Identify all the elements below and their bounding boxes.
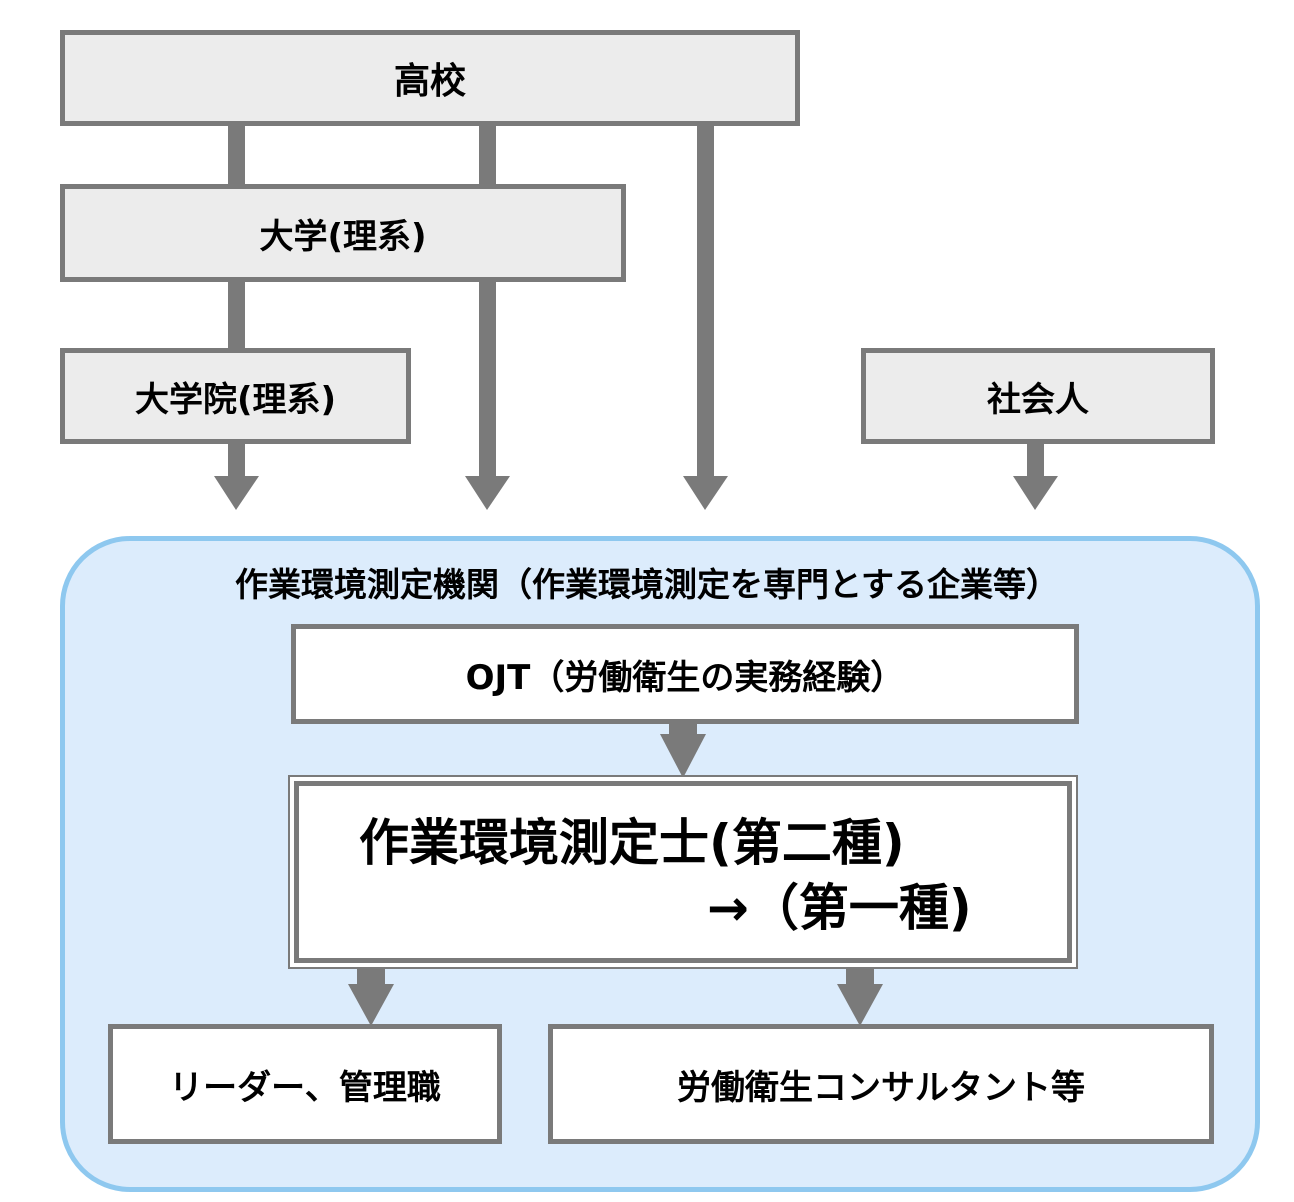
connector-highschool-right-shaft	[697, 124, 714, 476]
node-certification-inner: 作業環境測定士(第二種) →（第一種)	[294, 781, 1072, 963]
connector-cert-consultant	[846, 968, 874, 984]
node-graduate-school-label: 大学院(理系)	[134, 379, 337, 420]
certification-line1: 作業環境測定士(第二種)	[359, 814, 905, 872]
node-high-school: 高校	[60, 30, 800, 126]
node-consultant-label: 労働衛生コンサルタント等	[677, 1067, 1085, 1108]
connector-highschool-university	[228, 124, 245, 186]
connector-workingadult-container	[1027, 442, 1044, 476]
arrowhead-university-center	[465, 476, 510, 510]
node-working-adult: 社会人	[861, 348, 1215, 444]
arrowhead-cert-consultant	[837, 984, 883, 1026]
connector-cert-leader	[357, 968, 385, 984]
measurement-organization-title: 作業環境測定機関（作業環境測定を専門とする企業等）	[234, 565, 1059, 604]
arrowhead-ojt	[660, 734, 706, 778]
connector-university-center-shaft	[479, 280, 496, 476]
connector-university-graduate	[228, 280, 245, 350]
node-working-adult-label: 社会人	[987, 379, 1089, 420]
connector-graduate-container	[228, 442, 245, 476]
node-leader: リーダー、管理職	[108, 1024, 502, 1144]
connector-highschool-center-shaft	[479, 124, 496, 186]
certification-line2: →（第一種)	[707, 879, 972, 937]
node-ojt-label: OJT（労働衛生の実務経験）	[465, 657, 905, 698]
node-leader-label: リーダー、管理職	[169, 1067, 441, 1108]
node-graduate-school: 大学院(理系)	[60, 348, 411, 444]
arrowhead-cert-leader	[348, 984, 394, 1026]
node-university: 大学(理系)	[60, 184, 626, 282]
connector-ojt-certification	[669, 722, 697, 734]
node-certification: 作業環境測定士(第二種) →（第一種)	[288, 775, 1078, 969]
node-high-school-label: 高校	[393, 61, 466, 102]
node-university-label: 大学(理系)	[259, 216, 427, 257]
node-ojt: OJT（労働衛生の実務経験）	[291, 624, 1079, 724]
node-consultant: 労働衛生コンサルタント等	[548, 1024, 1214, 1144]
arrowhead-graduate	[214, 476, 259, 510]
arrowhead-highschool-right	[683, 476, 728, 510]
arrowhead-workingadult	[1013, 476, 1058, 510]
